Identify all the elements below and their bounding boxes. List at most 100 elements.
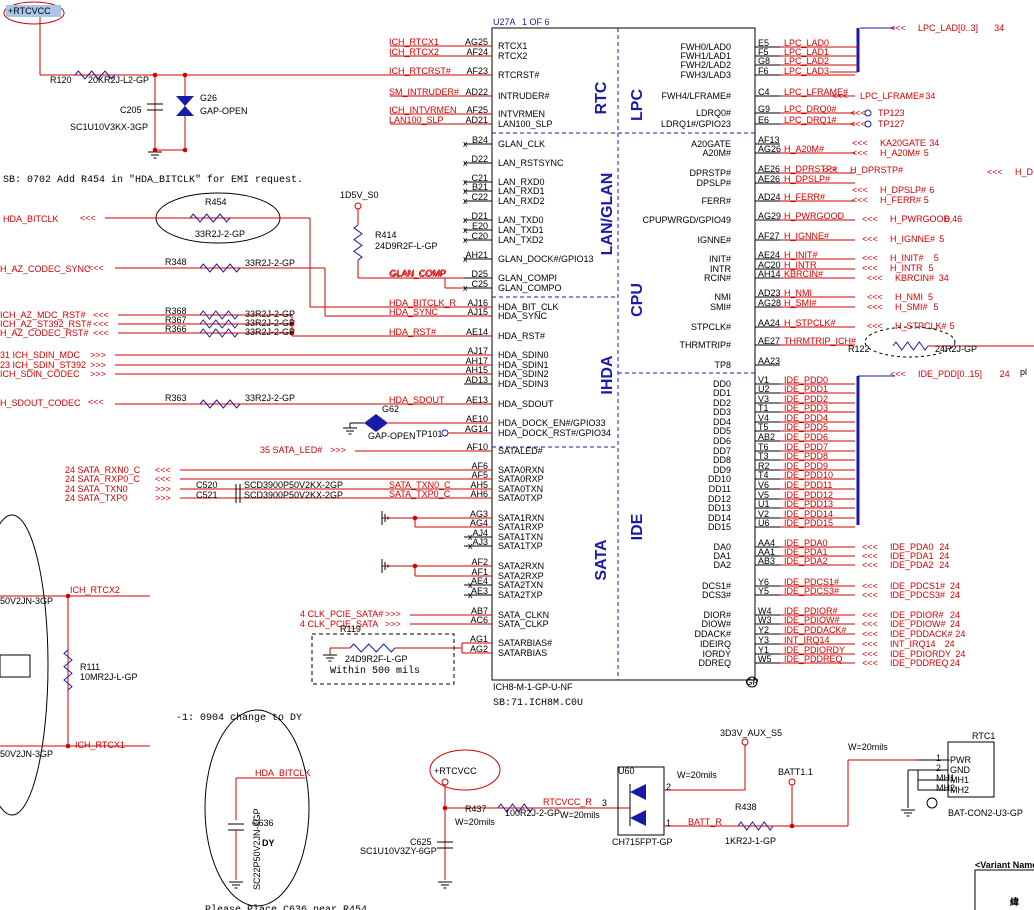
right-pin-net: IDE_PDD13 bbox=[784, 499, 833, 509]
left-pin-ball: B21 bbox=[472, 182, 488, 192]
right-pin-name: DD9 bbox=[713, 465, 731, 475]
offpage-label-right: IDE_PDCS1# bbox=[890, 581, 945, 591]
right-pin-net: H_INIT# bbox=[784, 250, 818, 260]
rtc1-pin-num: MH2 bbox=[936, 783, 955, 793]
left-pin-name: LAN_RXD0 bbox=[498, 177, 545, 187]
right-pin-name: DD7 bbox=[713, 446, 731, 456]
section-cpu: CPU bbox=[629, 283, 646, 317]
right-pin-ball: Y5 bbox=[758, 586, 769, 596]
right-pin-net: IDE_PDD12 bbox=[784, 490, 833, 500]
offpage-arrow-right-side: <<< bbox=[862, 590, 878, 600]
offpage-label-right: IDE_PDIORDY bbox=[890, 649, 951, 659]
offpage-arrow-right-side: <<< bbox=[862, 542, 878, 552]
right-pin-net: IDE_PDD6 bbox=[784, 432, 828, 442]
rtc1-pin-name: MH1 bbox=[950, 775, 969, 785]
no-connect-icon: x bbox=[463, 254, 468, 264]
offpage-arrow-right-side: <<< bbox=[862, 619, 878, 629]
right-pin-ball: AG28 bbox=[758, 298, 781, 308]
rtc1-pin-num: MH1 bbox=[936, 773, 955, 783]
junction-dot bbox=[412, 563, 418, 569]
reset-res-symbol bbox=[199, 310, 239, 320]
no-connect-icon: x bbox=[463, 177, 468, 187]
left-pin-ball: AG4 bbox=[470, 518, 488, 528]
right-pin-name: DA2 bbox=[713, 560, 731, 570]
w20-label-d: W=20mils bbox=[848, 742, 888, 752]
offpage-page-ref: 5 bbox=[924, 195, 929, 205]
u60-value: CH715FPT-GP bbox=[612, 837, 673, 847]
no-connect-icon: x bbox=[463, 225, 468, 235]
right-pin-ball: U1 bbox=[758, 499, 770, 509]
offpage-label-right: KBRCIN# bbox=[895, 273, 934, 283]
right-pin-net: IDE_PDD2 bbox=[784, 394, 828, 404]
left-pin-name: SATA0TXN bbox=[498, 484, 543, 494]
v1d5-label: 1D5V_S0 bbox=[340, 190, 379, 200]
junction-dot bbox=[152, 147, 158, 153]
right-pin-net: H_A20M# bbox=[784, 144, 824, 154]
corner-character: 緯 bbox=[1010, 896, 1019, 907]
offpage-page-ref: 24 bbox=[950, 581, 960, 591]
right-pin-ball: Y2 bbox=[758, 625, 769, 635]
g62-ref: G62 bbox=[382, 404, 399, 414]
left-pin-ball: AJ17 bbox=[467, 346, 488, 356]
right-pin-name: INIT# bbox=[709, 254, 731, 264]
right-pin-name: DIOW# bbox=[701, 619, 731, 629]
junction-dot bbox=[789, 823, 795, 829]
left-pin-net: HDA_BITCLK_R bbox=[389, 298, 457, 308]
right-pin-name: DD5 bbox=[713, 426, 731, 436]
left-pin-name: SATA2RXN bbox=[498, 561, 544, 571]
offpage-page-ref: 34 bbox=[929, 138, 939, 148]
no-connect-icon: x bbox=[463, 235, 468, 245]
right-pin-name: FWH2/LAD2 bbox=[680, 60, 731, 70]
right-pin-name: DD13 bbox=[708, 503, 731, 513]
c636-ref: C636 bbox=[252, 818, 274, 828]
left-pin-net: ICH_RTCRST# bbox=[389, 66, 451, 76]
offpage-label-right: H_FERR# bbox=[880, 195, 921, 205]
right-pin-name: LDRQ1#/GPIO23 bbox=[661, 119, 731, 129]
offpage-arrow-right-side: <<< bbox=[822, 165, 838, 175]
right-pin-name: IGNNE# bbox=[697, 235, 731, 245]
offpage-label-right: INT_IRQ14 bbox=[890, 639, 936, 649]
offpage-arrow-right-side: <<< bbox=[862, 629, 878, 639]
r414-symbol bbox=[353, 224, 363, 261]
left-pin-ball: AG14 bbox=[465, 424, 488, 434]
offpage-arrow-left-side: <<< bbox=[80, 213, 96, 223]
c520-value: SCD3900P50V2KX-2GP bbox=[244, 480, 343, 490]
r438-symbol bbox=[737, 821, 774, 831]
left-pin-name: HDA_SDIN1 bbox=[498, 360, 549, 370]
left-pin-net: ICH_INTVRMEN bbox=[389, 105, 457, 115]
offpage-page-ref: 5 bbox=[928, 292, 933, 302]
r111-value: 10MR2J-L-GP bbox=[80, 672, 138, 682]
u60-pin1: 1 bbox=[666, 818, 671, 828]
right-pin-name: FWH4/LFRAME# bbox=[661, 91, 731, 101]
left-pin-ball: AJ3 bbox=[472, 537, 488, 547]
offpage-arrow-right-side: <<< bbox=[862, 263, 878, 273]
rtc1-ref: RTC1 bbox=[972, 731, 995, 741]
right-pin-ball: V4 bbox=[758, 413, 769, 423]
rtc1-value: BAT-CON2-U3-GP bbox=[948, 808, 1023, 818]
right-pin-ball: AF27 bbox=[758, 231, 780, 241]
batt-r-net: BATT_R bbox=[688, 817, 722, 827]
r119-ref: R119 bbox=[340, 624, 361, 634]
reset-res-symbol bbox=[199, 328, 239, 338]
right-pin-ball: AA4 bbox=[758, 538, 775, 548]
left-pin-name: LAN_TXD0 bbox=[498, 215, 544, 225]
right-pin-net: LPC_LAD3 bbox=[784, 66, 829, 76]
offpage-arrow-right-side: <<< bbox=[862, 658, 878, 668]
left-pin-name: SATA1RXN bbox=[498, 513, 544, 523]
g26-value: GAP-OPEN bbox=[200, 106, 248, 116]
right-pin-net: INT_IRQ14 bbox=[784, 635, 830, 645]
reset-res-value: 33R2J-2-GP bbox=[245, 309, 295, 319]
left-pin-name: SATA1TXP bbox=[498, 541, 543, 551]
offpage-arrow-right-side: <<< bbox=[850, 119, 866, 129]
right-pin-ball: AD24 bbox=[758, 192, 781, 202]
right-pin-net: IDE_PDCS1# bbox=[784, 577, 839, 587]
u60-diode-icon bbox=[630, 810, 646, 826]
right-pin-name: DD11 bbox=[709, 484, 731, 494]
offpage-arrow-right-side: <<< bbox=[862, 610, 878, 620]
left-pin-name: GLAN_COMPI bbox=[498, 273, 557, 283]
left-pin-name: SATA2TXP bbox=[498, 590, 543, 600]
left-pin-net: ICH_RTCX2 bbox=[389, 47, 439, 57]
no-connect-icon: x bbox=[468, 590, 473, 600]
